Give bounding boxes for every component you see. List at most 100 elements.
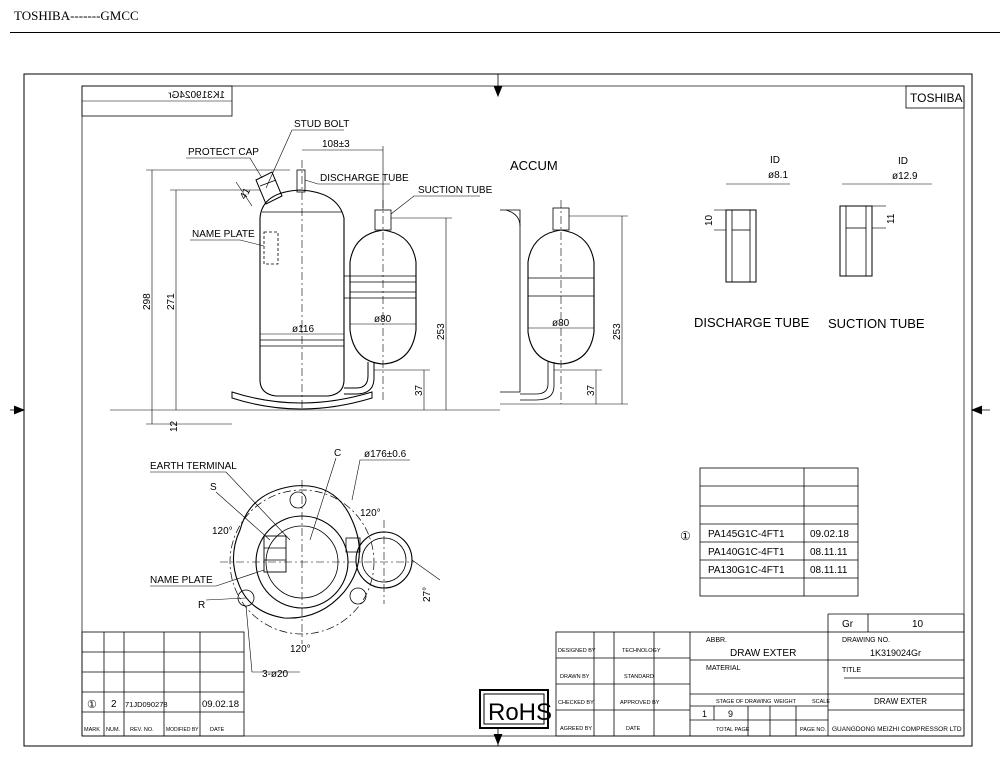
main-callouts: STUD BOLT PROTECT CAP DISCHARGE TUBE SUC… [186, 119, 493, 247]
dim-253b: 253 [612, 323, 623, 340]
title-block: DESIGNED BY DRAWN BY CHECKED BY AGREED B… [555, 613, 965, 737]
discharge-detail-outer [725, 209, 757, 283]
rev-num: 2 [111, 699, 117, 710]
models-table: ① PA145G1C-4FT1 09.02.18 PA140G1C-4FT1 0… [680, 467, 859, 597]
drawing-area [81, 85, 965, 737]
tb-drawing-no-label: DRAWING NO. [842, 637, 890, 644]
accum-detail-body [527, 229, 595, 365]
dim-41: 41 [238, 186, 253, 202]
label-s: S [210, 482, 217, 493]
dim-80b: ø80 [552, 318, 570, 329]
tb-abbr: DRAW EXTER [730, 648, 796, 659]
accumulator-side-view [344, 209, 417, 365]
frame-arrow-right [970, 405, 983, 415]
label-protect-cap: PROTECT CAP [188, 147, 259, 158]
tb-gr-label: Gr [842, 619, 854, 630]
model-row-2: PA140G1C-4FT1 [708, 547, 785, 558]
dim-108: 108±3 [322, 139, 350, 150]
models-marker: ① [680, 529, 691, 543]
rev-no: 71JD090278 [125, 700, 168, 709]
rev-mark: ① [87, 699, 97, 711]
rev-header-mark: MARK [84, 727, 100, 733]
dim-176: ø176±0.6 [364, 449, 407, 460]
mount-hole-3 [349, 587, 367, 605]
discharge-stub [296, 169, 306, 193]
main-dimensions: 108±3 298 271 12 41 ø116 ø80 253 37 [110, 139, 500, 432]
rev-header-modified: MODIFIED BY [166, 727, 199, 733]
label-name-plate: NAME PLATE [192, 229, 255, 240]
tb-material-label: MATERIAL [706, 665, 741, 672]
mount-hole-1 [289, 491, 307, 509]
compressor-side-view [231, 169, 375, 410]
drawing-no-mirrored: 1K319024Gr [168, 90, 225, 101]
label-r: R [198, 600, 205, 611]
dim-37b: 37 [586, 384, 597, 396]
model-date-2: 08.11.11 [810, 547, 848, 558]
dim-298: 298 [142, 293, 153, 310]
tb-drawing-no: 1K319024Gr [870, 648, 921, 658]
accum-body [349, 229, 417, 365]
header-rule [10, 32, 1000, 33]
rohs-label: RoHS [488, 699, 552, 726]
terminal-block [263, 535, 287, 573]
tb-standard: STANDARD [624, 674, 654, 680]
model-row-3: PA130G1C-4FT1 [708, 565, 785, 576]
dim-116: ø116 [292, 324, 314, 335]
accum-bracket [344, 275, 350, 299]
tb-abbr-label: ABBR. [706, 637, 727, 644]
name-plate-outline [263, 231, 279, 265]
label-c: C [334, 448, 341, 459]
dim-37a: 37 [414, 384, 425, 396]
dim-80a: ø80 [374, 314, 392, 325]
suction-tube-detail: ID ø12.9 11 SUCTION TUBE [828, 156, 932, 331]
suction-detail-outer [839, 205, 873, 277]
plan-base-plate [232, 485, 360, 619]
tb-date-label: DATE [626, 726, 641, 732]
dim-120b: 120° [360, 508, 381, 519]
dim-h11: 11 [886, 213, 897, 224]
model-date-1: 09.02.18 [810, 529, 849, 540]
brand-label: TOSHIBA [910, 91, 962, 105]
dim-27: 27° [422, 587, 433, 602]
model-date-3: 08.11.11 [810, 565, 848, 576]
dim-h10: 10 [704, 214, 715, 226]
model-row-1: PA145G1C-4FT1 [708, 529, 785, 540]
compressor-plan-view: EARTH TERMINAL S C R NAME PLATE ø176±0.6… [150, 448, 441, 680]
tb-page-no: 9 [728, 709, 733, 719]
dim-253a: 253 [436, 323, 447, 340]
label-suction-tube: SUCTION TUBE [418, 185, 493, 196]
label-id1: ID [770, 155, 780, 166]
tb-technology: TECHNOLOGY [622, 648, 661, 654]
dim-120a: 120° [212, 526, 233, 537]
tb-page-no-label: PAGE NO. [800, 727, 827, 733]
rev-date: 09.02.18 [202, 699, 239, 710]
revision-table: ① 2 71JD090278 09.02.18 MARK NUM. REV. N… [81, 631, 245, 737]
tb-drawn-by: DRAWN BY [560, 674, 590, 680]
rohs-box [479, 689, 549, 729]
tb-approved-by: APPROVED BY [620, 700, 660, 706]
tb-agreed-by: AGREED BY [560, 726, 592, 732]
tb-gr-value: 10 [912, 619, 924, 630]
plan-outer-circle [229, 489, 375, 635]
tb-weight-label: WEIGHT [774, 699, 797, 705]
tb-scale-label: SCALE [812, 699, 830, 705]
dim-120c: 120° [290, 644, 311, 655]
rev-header-date: DATE [210, 727, 225, 733]
label-name-plate-2: NAME PLATE [150, 575, 213, 586]
frame-arrow-top [493, 85, 503, 98]
tb-title-label: TITLE [842, 667, 861, 674]
dim-12: 12 [169, 420, 180, 432]
discharge-tube-detail: ID ø8.1 10 DISCHARGE TUBE [694, 155, 810, 330]
tb-designed-by: DESIGNED BY [558, 648, 596, 654]
tb-stage-label: STAGE OF DRAWING [716, 699, 771, 705]
terminal-cover [255, 171, 283, 205]
rev-header-revno: REV. NO. [130, 727, 154, 733]
suction-pipe [344, 362, 369, 389]
dim-320: 3-ø20 [262, 669, 289, 680]
accum-detail: ACCUM ø80 253 37 [500, 158, 628, 405]
label-discharge-tube: DISCHARGE TUBE [320, 173, 409, 184]
label-stud-bolt: STUD BOLT [294, 119, 349, 130]
label-earth-terminal: EARTH TERMINAL [150, 461, 237, 472]
frame-arrow-left [13, 405, 26, 415]
